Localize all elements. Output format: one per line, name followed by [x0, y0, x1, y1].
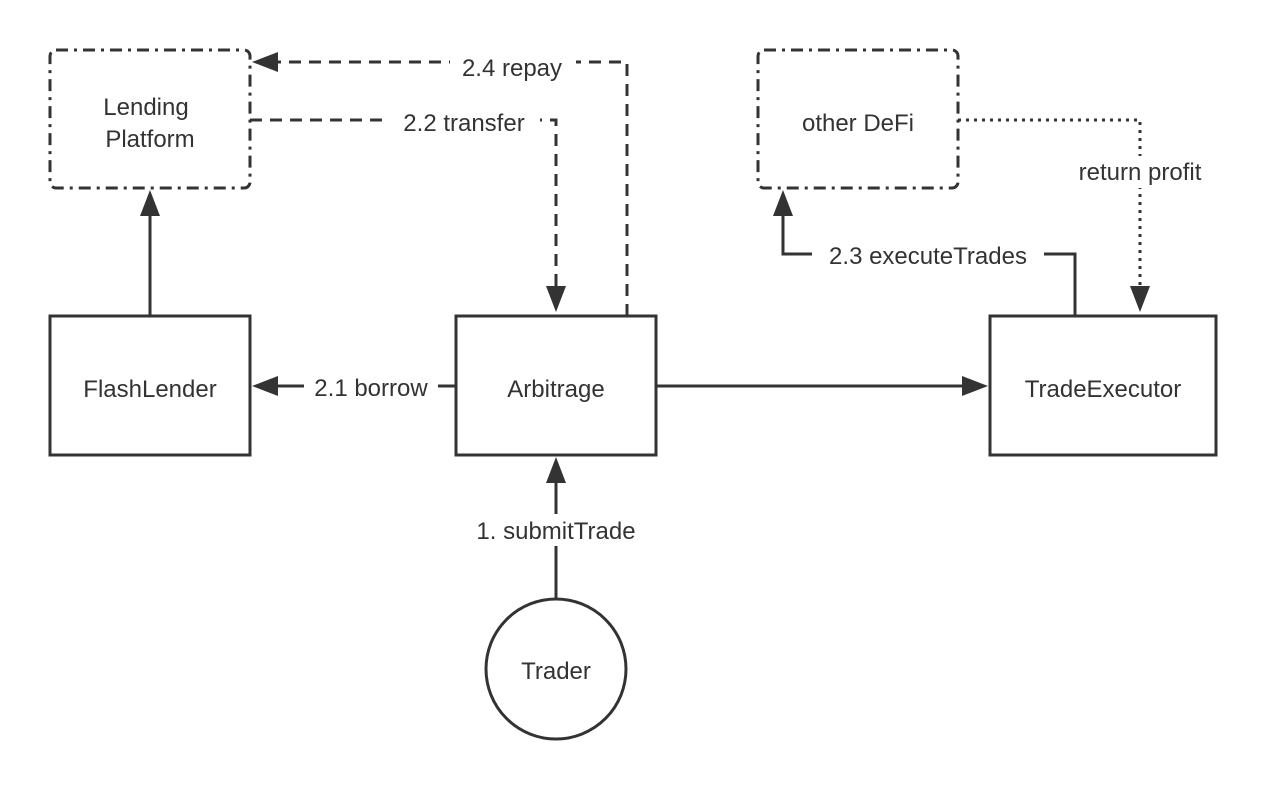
node-lending-platform: Lending Platform — [48, 48, 252, 190]
return-profit-label: return profit — [1079, 159, 1202, 186]
edge-transfer: 2.2 transfer — [250, 106, 566, 312]
flash-lender-label: FlashLender — [83, 376, 216, 403]
edge-execute-trades: 2.3 executeTrades — [773, 190, 1077, 316]
transfer-label: 2.2 transfer — [403, 110, 524, 137]
edge-repay: 2.4 repay — [252, 52, 629, 316]
arrowhead-down — [546, 286, 566, 312]
node-other-defi: other DeFi — [756, 48, 960, 190]
trade-executor-label: TradeExecutor — [1025, 376, 1182, 403]
arrowhead-left — [252, 52, 278, 72]
arrowhead-up — [773, 190, 793, 216]
edge-return-profit: return profit — [958, 118, 1220, 312]
edge-borrow: 2.1 borrow — [252, 371, 456, 403]
arrowhead-down — [1130, 286, 1150, 312]
node-flash-lender: FlashLender — [48, 314, 252, 457]
edge-submit-trade: 1. submitTrade — [462, 457, 650, 599]
arrowhead-left — [252, 376, 278, 396]
borrow-label: 2.1 borrow — [314, 375, 428, 402]
trader-label: Trader — [521, 658, 591, 685]
lending-platform-label-line-2: Platform — [105, 126, 194, 153]
node-arbitrage: Arbitrage — [454, 314, 658, 457]
arrowhead-up — [546, 457, 566, 483]
edge-arbitrage-to-executor — [656, 376, 988, 396]
lending-platform-label-line-1: Lending — [103, 94, 188, 121]
other-defi-label: other DeFi — [802, 110, 914, 137]
repay-label: 2.4 repay — [462, 55, 562, 82]
arrowhead-up — [140, 190, 160, 216]
arrowhead-right — [962, 376, 988, 396]
execute-trades-label: 2.3 executeTrades — [829, 243, 1027, 270]
node-trade-executor: TradeExecutor — [988, 314, 1218, 457]
node-trader: Trader — [484, 597, 628, 741]
edge-flashlender-to-lending — [140, 190, 160, 316]
arbitrage-label: Arbitrage — [507, 376, 604, 403]
submit-trade-label: 1. submitTrade — [476, 518, 635, 545]
